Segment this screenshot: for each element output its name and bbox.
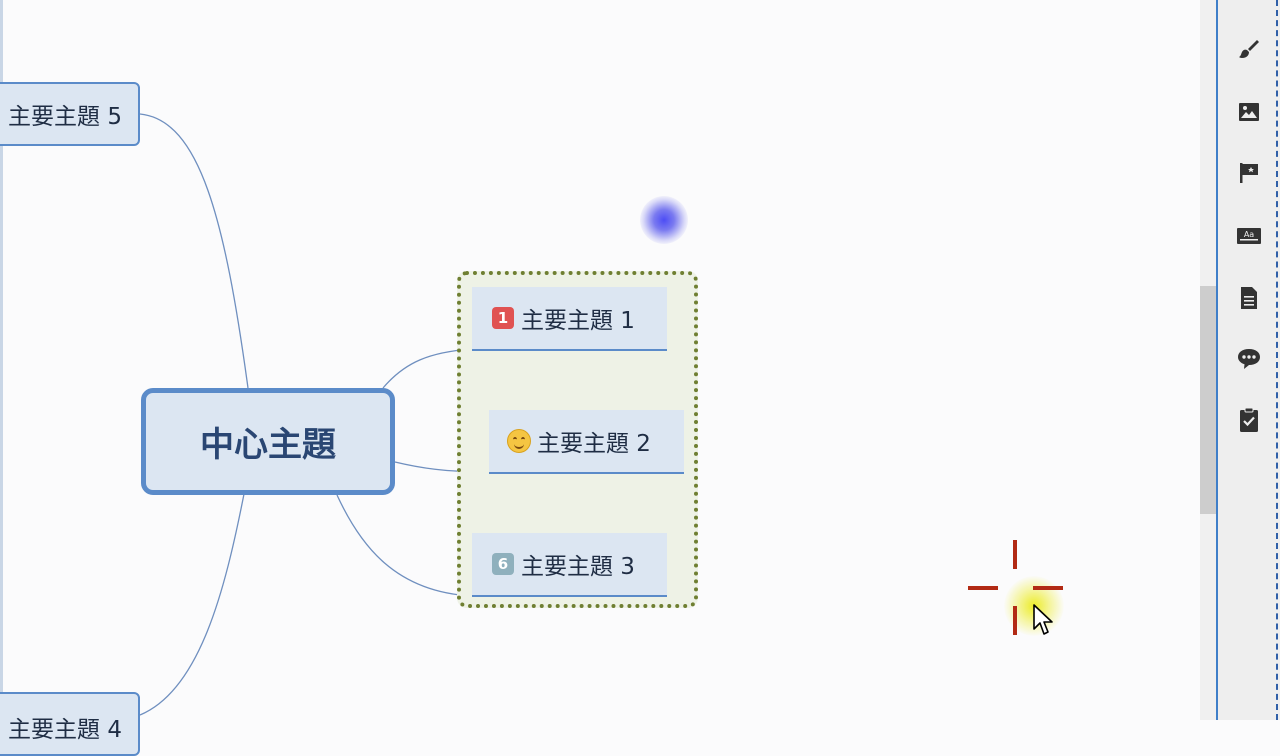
panel-edge bbox=[1276, 0, 1278, 720]
topic-label: 主要主題 4 bbox=[8, 717, 122, 743]
notes-icon[interactable] bbox=[1236, 285, 1262, 311]
panel-divider bbox=[1216, 0, 1218, 720]
priority-6-icon[interactable]: 6 bbox=[492, 553, 514, 575]
smiley-icon[interactable] bbox=[507, 429, 531, 453]
comments-icon[interactable] bbox=[1236, 346, 1262, 372]
scrollbar-thumb[interactable] bbox=[1200, 286, 1216, 514]
format-brush-icon[interactable] bbox=[1236, 37, 1262, 63]
connector-to-topic-5 bbox=[139, 113, 249, 389]
svg-text:Aa: Aa bbox=[1244, 230, 1254, 239]
topic-main-3[interactable]: 6 主要主題 3 bbox=[472, 533, 667, 597]
priority-1-icon[interactable]: 1 bbox=[492, 307, 514, 329]
topic-main-4[interactable]: 主要主題 4 bbox=[0, 692, 140, 756]
topic-main-5[interactable]: 主要主題 5 bbox=[0, 82, 140, 146]
topic-main-1[interactable]: 1 主要主題 1 bbox=[472, 287, 667, 351]
canvas-left-edge bbox=[0, 0, 3, 720]
task-icon[interactable] bbox=[1236, 407, 1262, 433]
mouse-pointer-icon bbox=[1033, 604, 1053, 635]
connector-to-topic-3 bbox=[336, 494, 473, 597]
central-topic-label: 中心主題 bbox=[200, 425, 336, 465]
mindmap-canvas[interactable]: 主要主題 5 主要主題 4 中心主題 1 主要主題 1 主要主題 2 6 主要主… bbox=[0, 0, 1200, 756]
text-style-icon[interactable]: Aa bbox=[1236, 224, 1262, 250]
blur-dot-overlay bbox=[640, 196, 688, 244]
topic-label: 主要主題 2 bbox=[537, 431, 651, 457]
topic-main-2[interactable]: 主要主題 2 bbox=[489, 410, 684, 474]
topic-label: 主要主題 5 bbox=[8, 104, 122, 130]
central-topic[interactable]: 中心主題 bbox=[141, 388, 395, 495]
connector-to-topic-4 bbox=[139, 493, 245, 716]
marker-flag-icon[interactable] bbox=[1236, 160, 1262, 186]
topic-label: 主要主題 1 bbox=[521, 308, 635, 334]
topic-label: 主要主題 3 bbox=[521, 554, 635, 580]
image-icon[interactable] bbox=[1236, 99, 1262, 125]
